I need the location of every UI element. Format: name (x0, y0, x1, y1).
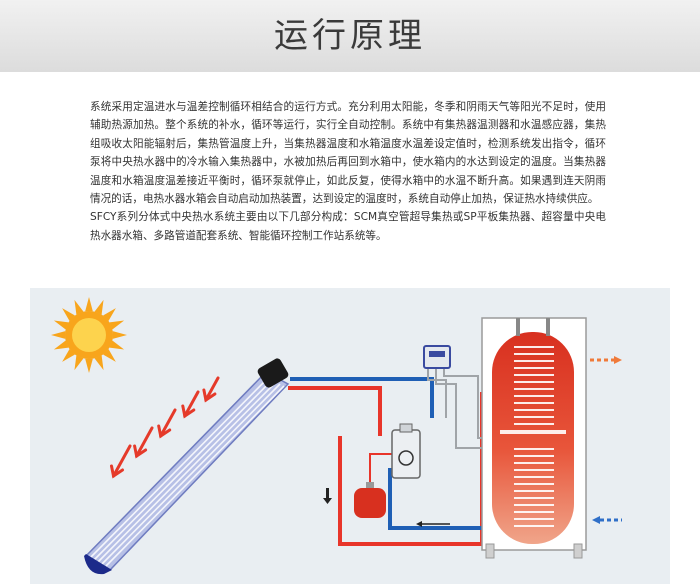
system-diagram (30, 288, 670, 584)
tank-coil-upper (514, 353, 554, 355)
sun-ray (74, 299, 84, 315)
pump-body (391, 429, 421, 479)
tank-coil-upper (514, 367, 554, 369)
tank-top-pipe-left (516, 318, 520, 336)
heat-arrow-head (157, 424, 172, 439)
collector-header-box (257, 358, 289, 388)
tank-coil-lower (514, 511, 554, 513)
tank-coil-upper (514, 423, 554, 425)
solar-collector (84, 358, 290, 575)
flow-arrow-left-head (416, 521, 422, 527)
heat-arrow-head (181, 404, 196, 419)
tank-outlets (590, 356, 622, 524)
sun-ray (85, 358, 93, 373)
controller-screen (429, 351, 445, 357)
tank-leg-left (485, 543, 495, 559)
sun-ray (74, 355, 84, 371)
sun-ray (62, 349, 75, 362)
expansion-tank-body (354, 488, 386, 518)
tank-coil-upper (514, 381, 554, 383)
tank-sensor-bar (500, 430, 566, 434)
sun-ray (51, 331, 66, 339)
sun-ray (109, 340, 125, 350)
heat-arrow-shaft (112, 444, 132, 478)
collector-tube (97, 381, 277, 563)
tank-coil-upper (514, 395, 554, 397)
description-text: 系统采用定温进水与温差控制循环相结合的运行方式。充分利用太阳能，冬季和阴雨天气等… (90, 98, 606, 245)
sun-center (72, 318, 106, 352)
tank-leg-right (573, 543, 583, 559)
tank-coil-lower (514, 525, 554, 527)
sun-ray (53, 320, 69, 330)
pump-dial (398, 450, 414, 466)
sun-ray (53, 340, 69, 350)
collector-tubes (89, 377, 285, 567)
heat-arrow-head (133, 444, 148, 459)
tank-top-pipe-right (546, 318, 550, 336)
sun-icon (51, 297, 127, 373)
heat-arrow-head (202, 388, 217, 403)
sun-ray (94, 355, 104, 371)
hot-pipe-return (288, 386, 382, 436)
pump-top (399, 423, 413, 433)
tank-coil-lower (514, 504, 554, 506)
tank-coil-upper (514, 416, 554, 418)
tank-coil-upper (514, 388, 554, 390)
expansion-tank-icon (354, 482, 386, 518)
collector-tube (93, 379, 273, 561)
tank-coil-upper (514, 409, 554, 411)
header-band (0, 0, 700, 72)
tank-coil-lower (514, 518, 554, 520)
tank-coil-upper (514, 374, 554, 376)
flow-arrow-down (323, 488, 332, 504)
controller-icon (423, 345, 451, 369)
collector-tube (101, 383, 281, 565)
tank-coil-lower (514, 455, 554, 457)
tank-coil-lower (514, 483, 554, 485)
tank-coil-lower (514, 476, 554, 478)
heat-arrow-shaft (159, 408, 177, 438)
sun-ray (103, 349, 116, 362)
solar-radiation-arrows (110, 376, 220, 479)
tank-coil-lower (514, 448, 554, 450)
tank-coil-upper (514, 346, 554, 348)
sun-ray (94, 299, 104, 315)
collector-tube (105, 385, 285, 567)
expansion-tank-neck (366, 482, 374, 488)
tank-heating-coils (500, 346, 566, 527)
cold-inlet-arrow (592, 516, 600, 524)
sun-ray (85, 297, 93, 312)
tank-coil-upper (514, 360, 554, 362)
sun-ray (112, 331, 127, 339)
description-paragraph-2: SFCY系列分体式中央热水系统主要由以下几部分构成：SCM真空管超导集热或SP平… (90, 211, 606, 242)
pump-icon (391, 423, 421, 479)
heat-arrow-shaft (183, 390, 200, 418)
heat-arrow-shaft (204, 376, 220, 402)
tank-coil-upper (514, 402, 554, 404)
sun-ray (109, 320, 125, 330)
water-tank-icon (492, 318, 574, 544)
hot-outlet-arrow (614, 356, 622, 364)
system-diagram-svg (30, 288, 670, 584)
tank-coil-lower (514, 469, 554, 471)
description-paragraph-1: 系统采用定温进水与温差控制循环相结合的运行方式。充分利用太阳能，冬季和阴雨天气等… (90, 101, 606, 206)
sun-rays (51, 297, 127, 373)
tank-coil-lower (514, 497, 554, 499)
heat-arrow-head (110, 464, 124, 479)
collector-tube (89, 377, 269, 559)
tank-coil-lower (514, 490, 554, 492)
sun-ray (103, 308, 116, 321)
collector-bottom-cap (84, 554, 112, 575)
heat-arrow-shaft (135, 426, 154, 458)
sun-ray (62, 308, 75, 321)
page-title: 运行原理 (274, 16, 426, 56)
tank-coil-lower (514, 462, 554, 464)
